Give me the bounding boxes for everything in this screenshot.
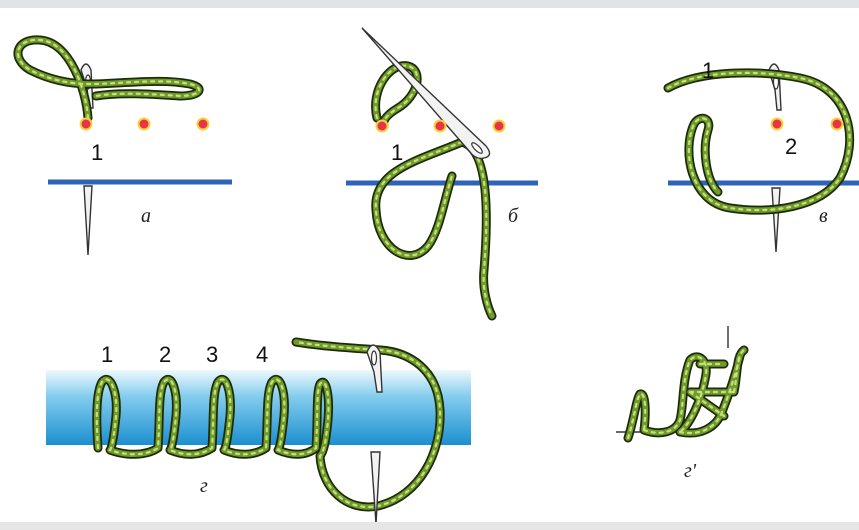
panel-a: 1 а [18,40,232,255]
dot-marker [494,121,505,132]
panel-e: г' [616,326,744,482]
dot-marker [772,119,783,130]
panel-caption: в [819,205,828,227]
dot-marker [81,119,92,130]
step-number: 1 [391,140,403,165]
dot-marker [377,121,388,132]
panel-c: 1 2 в [668,58,859,252]
panel-caption: г [200,475,208,497]
dot-marker [435,121,446,132]
panel-caption: а [141,205,151,227]
dot-marker [198,119,209,130]
step-number: 2 [785,134,797,159]
panel-b: 1 б [346,28,538,316]
panel-caption: г' [684,460,697,482]
thread [18,40,199,118]
step-number: 1 [91,140,103,165]
step-number: 1 [702,58,714,83]
dot-marker [139,119,150,130]
step-number: 4 [256,342,268,367]
thread [628,350,744,438]
needle-icon [769,64,781,252]
step-number: 3 [206,342,218,367]
panel-caption: б [508,205,519,227]
bottom-border [0,522,859,530]
thread [668,73,850,210]
step-number: 1 [101,342,113,367]
dot-marker [832,119,843,130]
panel-d: 1 2 3 4 г [46,342,471,524]
step-number: 2 [159,342,171,367]
